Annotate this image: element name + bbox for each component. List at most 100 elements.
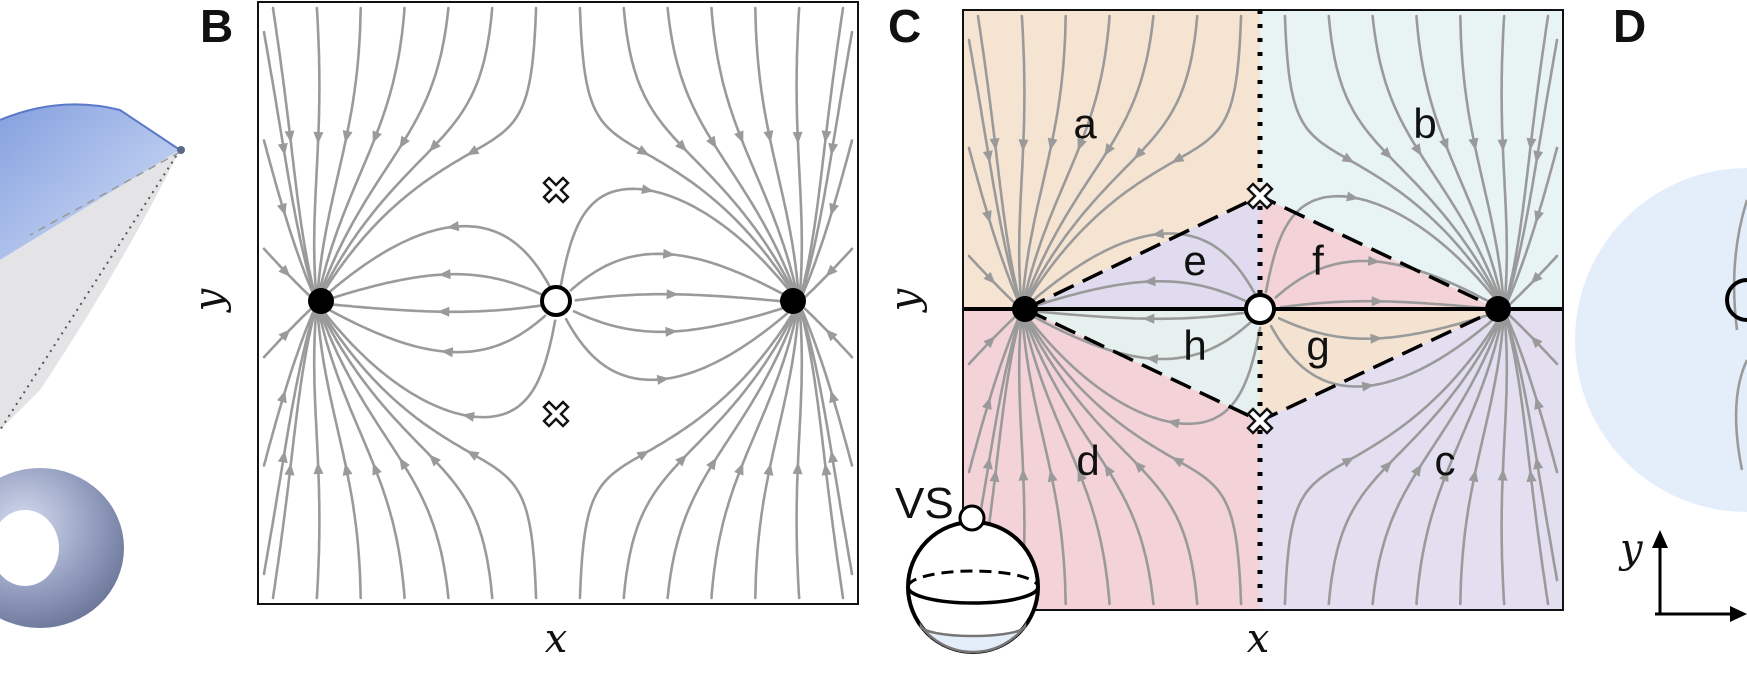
- stream-arrow-icon: [313, 131, 324, 144]
- panel-c-ylabel: y: [882, 287, 928, 313]
- stream-arrow-icon: [1411, 143, 1422, 156]
- stream-arrow-icon: [1341, 457, 1355, 468]
- streamline: [574, 292, 793, 304]
- torus-icon: [0, 468, 124, 628]
- streamline: [754, 6, 800, 299]
- panel-d-axis-y: y: [1618, 526, 1644, 572]
- streamline: [559, 187, 795, 298]
- sphere-d: [1575, 168, 1747, 512]
- streamline: [1500, 314, 1509, 606]
- stream-arrow-icon: [983, 271, 996, 284]
- streamline: [312, 6, 321, 299]
- panel-label-c: C: [888, 0, 921, 52]
- panel-label-b: B: [200, 0, 233, 52]
- stream-arrow-icon: [1018, 139, 1029, 152]
- stream-arrow-icon: [828, 450, 839, 464]
- stream-arrow-icon: [1143, 276, 1156, 287]
- arrowhead-right-icon: [1730, 606, 1747, 622]
- streamline: [1025, 317, 1243, 606]
- stream-arrow-icon: [763, 130, 774, 143]
- streamline: [1021, 314, 1067, 606]
- stream-arrow-icon: [1133, 147, 1146, 160]
- streamline: [1283, 14, 1501, 303]
- streamline: [1415, 14, 1504, 303]
- stream-arrow-icon: [982, 210, 992, 224]
- stream-arrow-icon: [1167, 418, 1180, 429]
- stream-arrow-icon: [1411, 464, 1422, 477]
- streamline: [320, 310, 538, 600]
- sheet-dashed-line: [29, 151, 181, 236]
- stream-arrow-icon: [462, 411, 475, 422]
- stream-arrow-icon: [284, 463, 295, 476]
- streamline: [1459, 14, 1505, 306]
- stream-arrow-icon: [1151, 228, 1165, 239]
- region-label-f: f: [1312, 237, 1324, 284]
- filled-node-icon: [308, 288, 334, 314]
- stream-arrow-icon: [1104, 464, 1115, 477]
- streamline: [323, 224, 552, 298]
- streamline: [1506, 316, 1559, 474]
- stream-arrow-icon: [636, 450, 650, 461]
- stream-arrow-icon: [1047, 469, 1058, 483]
- stream-arrow-icon: [829, 202, 839, 216]
- streamline: [1504, 14, 1550, 306]
- stream-arrow-icon: [1526, 469, 1537, 483]
- stream-arrow-icon: [828, 142, 839, 156]
- region-label-d: d: [1076, 437, 1099, 484]
- stream-arrow-icon: [1534, 396, 1544, 410]
- streamline: [321, 308, 557, 419]
- stream-arrow-icon: [982, 150, 993, 164]
- stream-arrow-icon: [1380, 460, 1393, 473]
- region-label-g: g: [1306, 322, 1329, 369]
- streamline: [967, 316, 1020, 474]
- streamline: [1415, 317, 1504, 606]
- sheet-edge: [0, 103, 181, 151]
- stream-arrow-icon: [438, 269, 451, 280]
- stream-arrow-icon: [734, 462, 744, 476]
- streamline: [622, 308, 797, 600]
- stream-arrow-icon: [428, 139, 441, 152]
- panel-b-xlabel: x: [545, 616, 568, 662]
- stream-arrow-icon: [437, 306, 450, 317]
- panel-b-streamlines: [262, 6, 854, 600]
- streamline: [1022, 317, 1111, 606]
- stream-arrow-icon: [277, 142, 288, 156]
- panel-c-frame: [962, 9, 1564, 611]
- stream-arrow-icon: [825, 264, 838, 277]
- streamline: [800, 30, 854, 296]
- stream-arrow-icon: [1497, 468, 1508, 481]
- stream-arrow-icon: [1371, 296, 1384, 307]
- streamline: [316, 6, 362, 299]
- stream-arrow-icon: [1533, 456, 1544, 470]
- streamline: [1023, 14, 1155, 304]
- stream-arrow-icon: [372, 462, 382, 476]
- stream-arrow-icon: [278, 264, 291, 277]
- stream-arrow-icon: [1142, 313, 1155, 324]
- streamline: [801, 139, 854, 297]
- stream-arrow-icon: [277, 450, 288, 464]
- streamline: [271, 6, 317, 299]
- region-b: [1260, 10, 1563, 309]
- stream-arrow-icon: [284, 130, 295, 143]
- stream-arrow-icon: [662, 248, 676, 259]
- stream-arrow-icon: [1361, 381, 1375, 392]
- streamline: [262, 30, 316, 296]
- streamline: [795, 6, 804, 299]
- streamline: [1459, 314, 1505, 606]
- streamline: [799, 6, 845, 299]
- streamline: [1506, 146, 1559, 304]
- streamline: [800, 310, 854, 576]
- filled-node-icon: [780, 288, 806, 314]
- streamline: [1024, 14, 1199, 305]
- streamline: [320, 6, 538, 296]
- stream-arrow-icon: [1439, 137, 1449, 151]
- streamline: [1505, 38, 1559, 303]
- stream-arrow-icon: [734, 130, 744, 144]
- stream-arrow-icon: [763, 463, 774, 476]
- stream-arrow-icon: [825, 329, 838, 342]
- stream-arrow-icon: [1530, 271, 1543, 284]
- streamline: [1269, 315, 1498, 388]
- region-c: [1260, 309, 1563, 610]
- streamline: [317, 6, 406, 296]
